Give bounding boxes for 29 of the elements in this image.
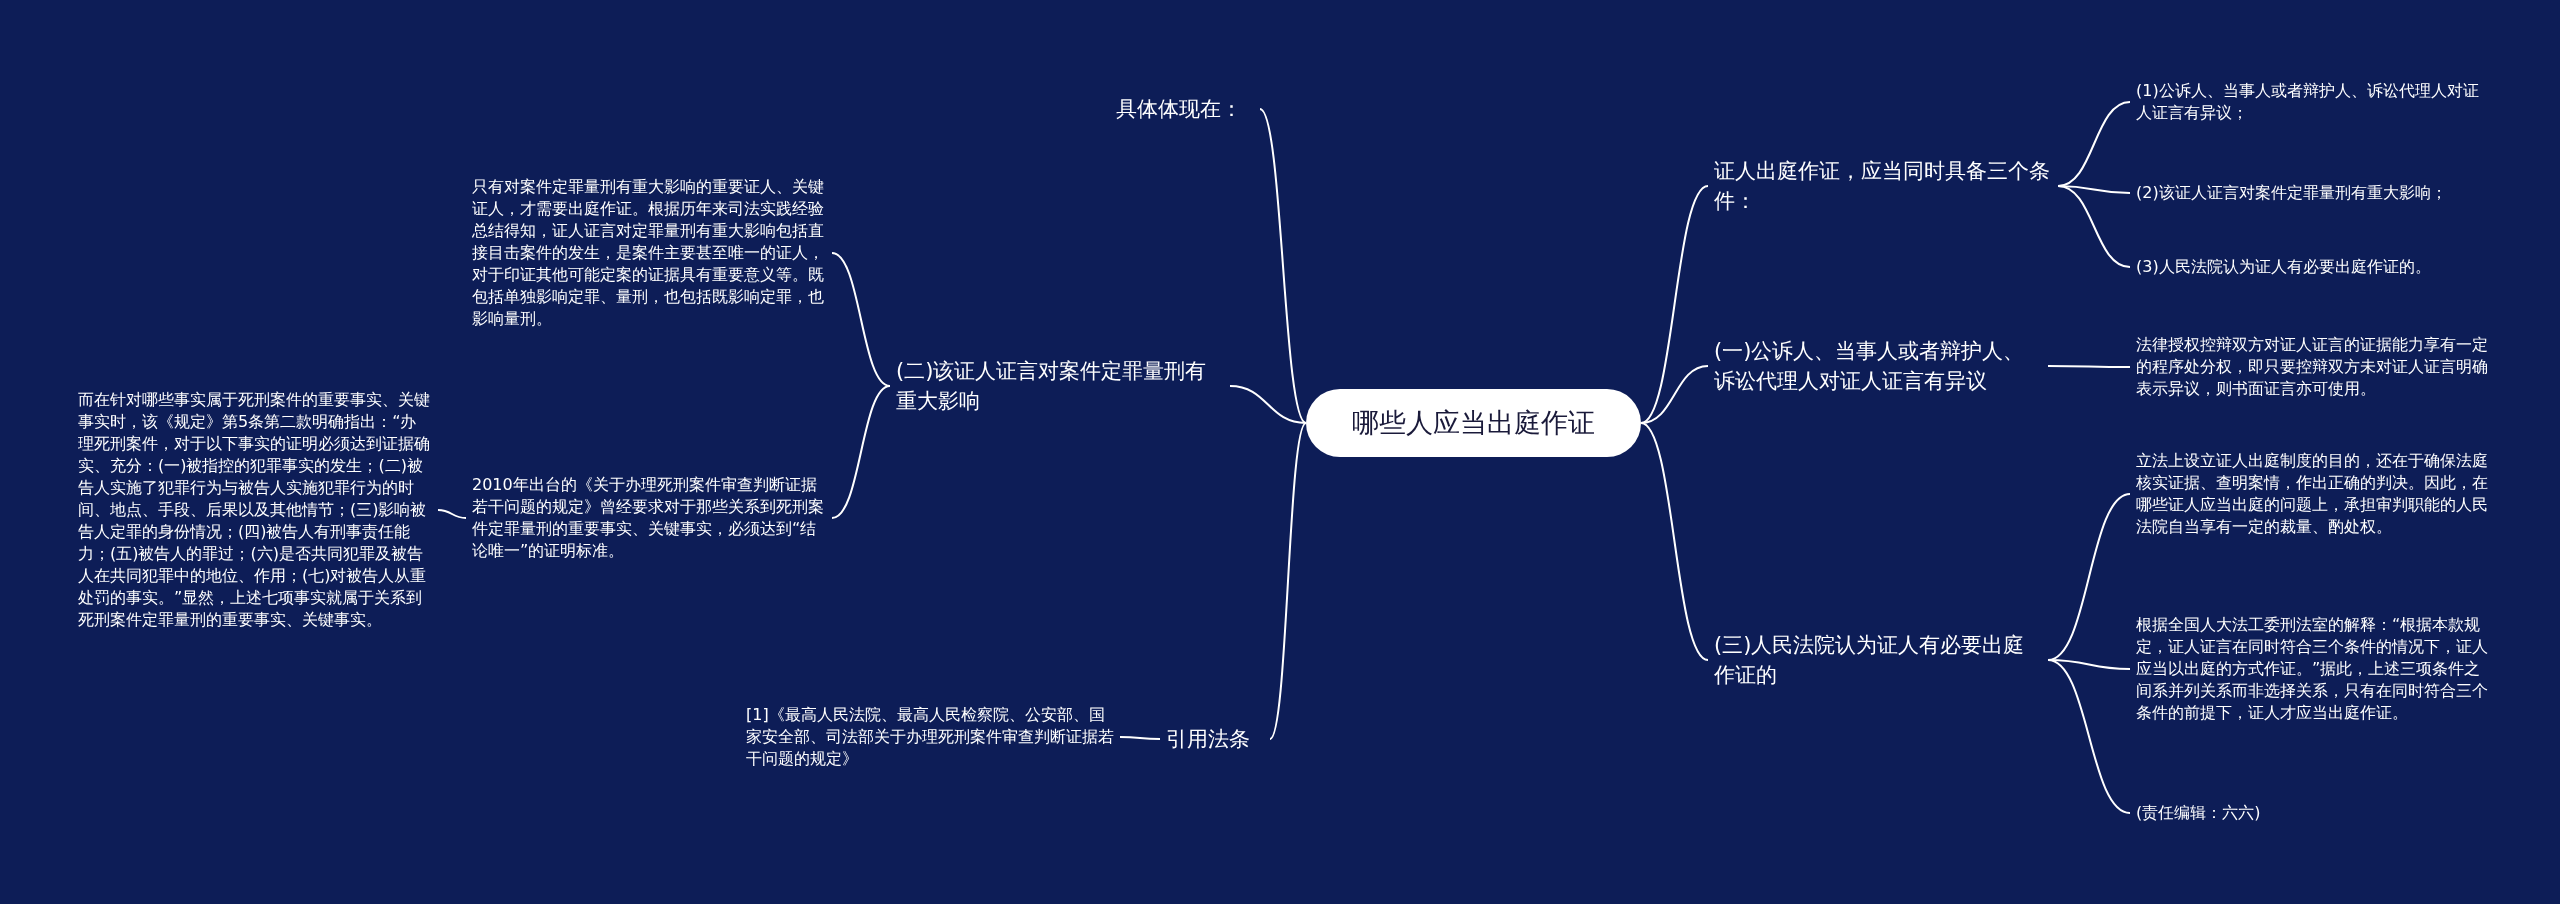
connector-line: [831, 385, 891, 519]
connector-line: [1229, 385, 1307, 424]
note-text: 只有对案件定罪量刑有重大影响的重要证人、关键证人，才需要出庭作证。根据历年来司法实践经验总结得知，证人证言对定罪量刑有重大影响包括直接目击案件的发生，是案件主要甚至唯一的证人，对于印证其他可能定案的证据具有重要意义等。既包括单独影响定罪、量刑，也包括既影响定罪，也影响量刑。: [466, 172, 832, 334]
connector-line: [2057, 185, 2131, 268]
note-text: 法律授权控辩双方对证人证言的证据能力享有一定的程序处分权，即只要控辩双方未对证人证言明确表示异议，则书面证言亦可使用。: [2130, 330, 2496, 404]
connector-line: [2047, 365, 2131, 368]
note-text: (3)人民法院认为证人有必要出庭作证的。: [2130, 252, 2490, 282]
central-topic-pill: 哪些人应当出庭作证: [1306, 389, 1641, 457]
note-text: 根据全国人大法工委刑法室的解释：“根据本款规定，证人证言在同时符合三个条件的情况下，证人应当以出庭的方式作证。”据此，上述三项条件之间系并列关系而非选择关系，只有在同时符合三个条件的前提下，证人才应当出庭作证。: [2130, 610, 2496, 728]
note-text: 立法上设立证人出庭制度的目的，还在于确保法庭核实证据、查明案情，作出正确的判决。因此，在哪些证人应当出庭的问题上，承担审判职能的人民法院自当享有一定的裁量、酌处权。: [2130, 446, 2496, 542]
branch-label: 具体体现在：: [1110, 90, 1260, 128]
connector-line: [2047, 659, 2131, 814]
note-text: (1)公诉人、当事人或者辩护人、诉讼代理人对证人证言有异议；: [2130, 76, 2490, 128]
connector-line: [1640, 185, 1709, 424]
branch-label: (二)该证人证言对案件定罪量刑有重大影响: [890, 352, 1230, 420]
note-text: (2)该证人证言对案件定罪量刑有重大影响；: [2130, 178, 2490, 208]
branch-label: 引用法条: [1160, 720, 1270, 758]
connector-line: [1119, 736, 1161, 740]
note-text: 2010年出台的《关于办理死刑案件审查判断证据若干问题的规定》曾经要求对于那些关系到死刑案件定罪量刑的重要事实、关键事实，必须达到“结论唯一”的证明标准。: [466, 470, 832, 566]
note-text: 而在针对哪些事实属于死刑案件的重要事实、关键事实时，该《规定》第5条第二款明确指出：“办理死刑案件，对于以下事实的证明必须达到证据确实、充分：(一)被指控的犯罪事实的发生；(二)被告人实施了犯罪行为与被告人实施犯罪行为的时间、地点、手段、后果以及其他情节；(三)影响被告人定罪的身份情况；(四)被告人有刑事责任能力；(五)被告人的罪过；(六)是否共同犯罪及被告人在共同犯罪中的地位、作用；(七)对被告人从重处罚的事实。”显然，上述七项事实就属于关系到死刑案件定罪量刑的重要事实、关键事实。: [72, 385, 438, 635]
connector-line: [437, 509, 467, 519]
connector-line: [1269, 422, 1307, 740]
branch-label: 证人出庭作证，应当同时具备三个条件：: [1708, 152, 2058, 220]
note-text: [1]《最高人民法院、最高人民检察院、公安部、国家安全部、司法部关于办理死刑案件审查判断证据若干问题的规定》: [740, 700, 1120, 774]
branch-label: (三)人民法院认为证人有必要出庭作证的: [1708, 626, 2048, 694]
connector-line: [1259, 108, 1307, 424]
note-text: (责任编辑：六六): [2130, 798, 2330, 828]
branch-label: (一)公诉人、当事人或者辩护人、诉讼代理人对证人证言有异议: [1708, 332, 2048, 400]
connector-line: [1640, 422, 1709, 661]
